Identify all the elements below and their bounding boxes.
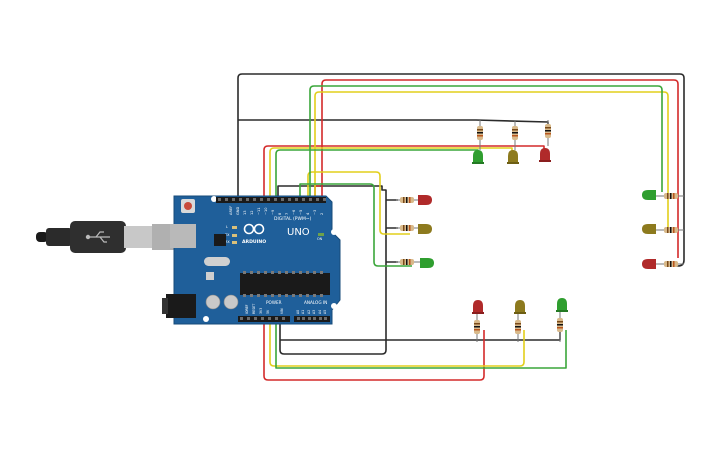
dc-jack-icon [162, 294, 196, 318]
label-3v3: 3V3 [259, 308, 263, 314]
pin-4: 4 [306, 212, 310, 215]
digital-header [216, 197, 326, 203]
pin-3: ~3 [313, 210, 317, 215]
traffic-light-top [472, 120, 551, 164]
pin-6: ~6 [292, 209, 296, 215]
wire-red-top-led[interactable] [263, 145, 545, 310]
pin-a3: A3 [312, 310, 316, 314]
label-l: L [226, 225, 228, 229]
brand-label: ARDUINO [242, 239, 266, 245]
label-aref: AREF [229, 206, 233, 215]
label-vin: VIN [280, 308, 284, 314]
analog-header [294, 316, 330, 322]
label-tx: TX [224, 233, 230, 237]
resistor-right-red[interactable] [656, 261, 684, 267]
label-gnd: GND [236, 207, 240, 215]
led-right-red[interactable] [642, 259, 656, 269]
led-top-red[interactable] [539, 148, 551, 162]
led-bottom-yellow[interactable] [514, 300, 526, 314]
wire-red-top[interactable] [321, 79, 679, 258]
wire-gnd-top[interactable] [237, 73, 685, 267]
led-left-green[interactable] [420, 258, 434, 268]
digital-pin-labels: AREF GND 13 12 ~11 ~10 ~9 8 7 ~6 ~5 4 ~3… [229, 206, 324, 215]
resistor-bottom-yellow[interactable] [515, 314, 521, 342]
traffic-light-bottom [472, 298, 568, 342]
wire-gnd-middle[interactable] [277, 185, 387, 355]
pin-8: 8 [278, 212, 282, 215]
resistor-top-yellow[interactable] [512, 120, 518, 150]
wires [237, 73, 685, 381]
label-5v: 5V [266, 309, 270, 314]
resistor-top-green[interactable] [477, 120, 483, 150]
wire-gnd-left-resistors[interactable] [386, 199, 398, 263]
wire-yellow-top-led[interactable] [269, 147, 513, 310]
pin-5: ~5 [299, 210, 303, 215]
atmega-chip [240, 273, 330, 295]
led-bottom-green[interactable] [556, 298, 568, 312]
pin-10: ~10 [264, 207, 268, 215]
wire-red-bottom[interactable] [263, 300, 485, 381]
led-left-red[interactable] [418, 195, 432, 205]
resistor-right-green[interactable] [656, 193, 684, 199]
usb-trident-icon [85, 231, 110, 243]
pin-11: ~11 [257, 207, 261, 215]
pin-a5: A5 [323, 310, 327, 314]
pin-a1: A1 [301, 310, 305, 314]
label-digital: DIGITAL (PWM~) [274, 216, 312, 222]
usb-cable-icon [36, 221, 178, 253]
led-bottom-red[interactable] [472, 300, 484, 314]
led-top-yellow[interactable] [507, 150, 519, 164]
traffic-light-left [396, 195, 434, 268]
resistor-top-red[interactable] [545, 120, 551, 146]
pin-2: 2 [320, 213, 324, 215]
crystal [204, 257, 230, 266]
led-left-yellow[interactable] [418, 224, 432, 234]
resistor-left-yellow[interactable] [396, 225, 420, 231]
pin-12: 12 [250, 210, 254, 215]
wire-yellow-top[interactable] [314, 91, 669, 228]
label-power: POWER [266, 300, 282, 305]
pin-7: 7 [285, 213, 289, 215]
resistor-left-red[interactable] [396, 197, 420, 203]
led-top-green[interactable] [472, 150, 484, 164]
label-rx: RX [225, 240, 230, 244]
capacitor-1 [205, 294, 221, 310]
pin-a2: A2 [307, 310, 311, 314]
pin-9: ~9 [271, 209, 275, 215]
label-analog: ANALOG IN [304, 300, 327, 305]
reset-button-icon[interactable] [181, 199, 195, 213]
digital-header-pins [218, 198, 326, 201]
led-right-yellow[interactable] [642, 224, 656, 234]
wire-green-bottom[interactable] [275, 300, 567, 369]
pin-a4: A4 [318, 310, 322, 314]
model-label: UNO [287, 227, 310, 238]
wire-yellow-left[interactable] [307, 171, 410, 235]
capacitor-2 [223, 294, 239, 310]
led-right-green[interactable] [642, 190, 656, 200]
traffic-light-right [642, 190, 684, 269]
label-ioref: IOREF [245, 304, 249, 314]
wire-gnd-top-resistors[interactable] [238, 119, 549, 126]
usb-chip [214, 234, 226, 246]
arduino-uno-board[interactable]: AREF GND 13 12 ~11 ~10 ~9 8 7 ~6 ~5 4 ~3… [162, 195, 341, 325]
label-on: ON [317, 237, 323, 241]
wire-green-left[interactable] [299, 183, 412, 267]
wire-green-top-led[interactable] [275, 149, 479, 310]
label-reset: RESET [252, 304, 256, 314]
arduino-logo-icon [243, 223, 265, 235]
resistor-right-yellow[interactable] [656, 227, 684, 233]
resistor-bottom-green[interactable] [557, 312, 563, 342]
resistor-bottom-red[interactable] [474, 314, 480, 342]
usb-port [170, 224, 196, 248]
resistor-left-green[interactable] [396, 259, 420, 265]
pin-13: 13 [243, 210, 247, 215]
wire-green-top[interactable] [309, 85, 663, 198]
wire-yellow-bottom[interactable] [269, 300, 525, 367]
pin-a0: A0 [296, 310, 300, 314]
